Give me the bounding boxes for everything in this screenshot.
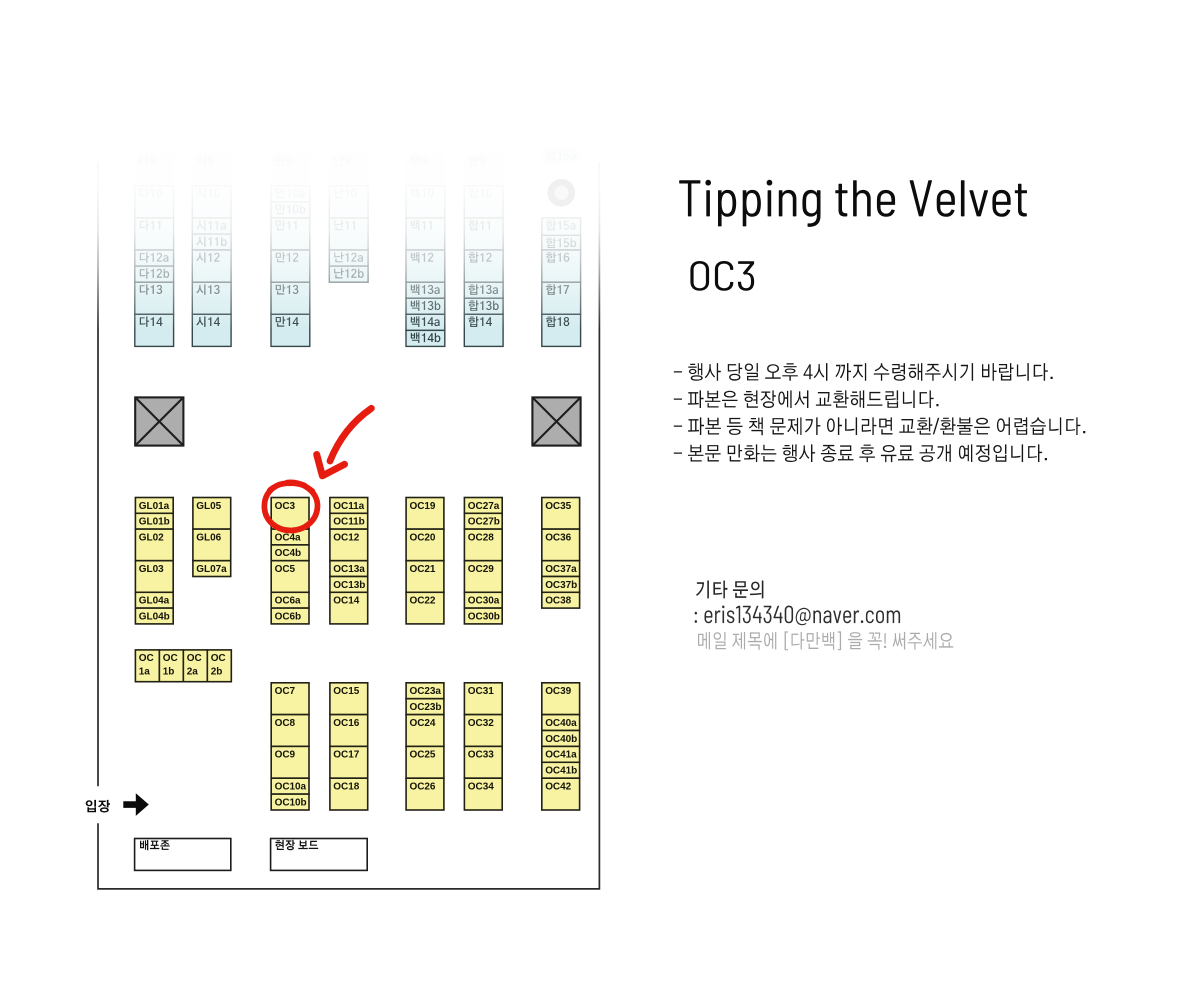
svg-text:OC27a: OC27a bbox=[468, 501, 500, 512]
svg-text:OC: OC bbox=[139, 653, 154, 664]
svg-text:2a: 2a bbox=[187, 666, 199, 677]
svg-text:OC: OC bbox=[211, 653, 226, 664]
svg-text:OC25: OC25 bbox=[410, 750, 436, 761]
svg-text:OC15: OC15 bbox=[333, 686, 359, 697]
svg-text:OC10b: OC10b bbox=[275, 797, 307, 808]
svg-text:OC: OC bbox=[187, 653, 202, 664]
svg-text:OC23a: OC23a bbox=[410, 686, 442, 697]
svg-text:OC7: OC7 bbox=[275, 686, 296, 697]
svg-text:OC42: OC42 bbox=[545, 782, 571, 793]
svg-text:OC13a: OC13a bbox=[333, 564, 365, 575]
svg-text:OC13b: OC13b bbox=[333, 580, 365, 591]
svg-text:OC30b: OC30b bbox=[468, 611, 500, 622]
svg-text:OC5: OC5 bbox=[275, 564, 296, 575]
svg-text:GL01b: GL01b bbox=[139, 517, 170, 528]
svg-text:OC24: OC24 bbox=[410, 718, 436, 729]
svg-text:GL05: GL05 bbox=[196, 501, 221, 512]
svg-text:OC12: OC12 bbox=[333, 532, 359, 543]
svg-text:OC28: OC28 bbox=[468, 532, 494, 543]
svg-text:1b: 1b bbox=[163, 666, 175, 677]
svg-text:OC39: OC39 bbox=[545, 686, 571, 697]
svg-text:OC27b: OC27b bbox=[468, 517, 500, 528]
svg-text:OC34: OC34 bbox=[468, 782, 494, 793]
svg-text:OC10a: OC10a bbox=[275, 782, 307, 793]
svg-text:OC37a: OC37a bbox=[545, 564, 577, 575]
svg-text:GL03: GL03 bbox=[139, 564, 164, 575]
svg-text:OC3: OC3 bbox=[275, 501, 296, 512]
svg-text:OC17: OC17 bbox=[333, 750, 359, 761]
svg-text:OC37b: OC37b bbox=[545, 580, 577, 591]
svg-text:OC40a: OC40a bbox=[545, 718, 577, 729]
svg-text:OC41a: OC41a bbox=[545, 750, 577, 761]
svg-text:OC6b: OC6b bbox=[275, 611, 301, 622]
svg-text:OC30a: OC30a bbox=[468, 596, 500, 607]
svg-text:GL06: GL06 bbox=[196, 532, 221, 543]
svg-text:OC4b: OC4b bbox=[275, 548, 301, 559]
svg-text:OC29: OC29 bbox=[468, 564, 494, 575]
svg-text:GL02: GL02 bbox=[139, 532, 164, 543]
svg-text:OC40b: OC40b bbox=[545, 734, 577, 745]
svg-text:GL01a: GL01a bbox=[139, 501, 170, 512]
svg-text:OC4a: OC4a bbox=[275, 532, 301, 543]
svg-text:OC: OC bbox=[163, 653, 178, 664]
svg-text:OC33: OC33 bbox=[468, 750, 494, 761]
svg-text:OC16: OC16 bbox=[333, 718, 359, 729]
svg-text:GL07a: GL07a bbox=[196, 564, 227, 575]
svg-text:OC35: OC35 bbox=[545, 501, 571, 512]
svg-text:OC9: OC9 bbox=[275, 750, 296, 761]
svg-text:2b: 2b bbox=[211, 666, 223, 677]
svg-text:OC21: OC21 bbox=[410, 564, 436, 575]
svg-text:1a: 1a bbox=[139, 666, 151, 677]
svg-text:OC26: OC26 bbox=[410, 782, 436, 793]
svg-text:OC23b: OC23b bbox=[410, 702, 442, 713]
svg-text:OC31: OC31 bbox=[468, 686, 494, 697]
svg-text:OC18: OC18 bbox=[333, 782, 359, 793]
svg-text:OC36: OC36 bbox=[545, 532, 571, 543]
svg-text:OC11b: OC11b bbox=[333, 517, 364, 528]
svg-text:OC19: OC19 bbox=[410, 501, 436, 512]
svg-text:OC14: OC14 bbox=[333, 596, 359, 607]
svg-text:OC32: OC32 bbox=[468, 718, 494, 729]
svg-text:OC41b: OC41b bbox=[545, 766, 577, 777]
svg-text:OC22: OC22 bbox=[410, 596, 436, 607]
svg-text:OC11a: OC11a bbox=[333, 501, 364, 512]
svg-text:OC8: OC8 bbox=[275, 718, 296, 729]
svg-text:OC6a: OC6a bbox=[275, 596, 301, 607]
svg-text:GL04b: GL04b bbox=[139, 611, 170, 622]
svg-text:OC20: OC20 bbox=[410, 532, 436, 543]
svg-text:GL04a: GL04a bbox=[139, 596, 170, 607]
svg-text:OC38: OC38 bbox=[545, 596, 571, 607]
